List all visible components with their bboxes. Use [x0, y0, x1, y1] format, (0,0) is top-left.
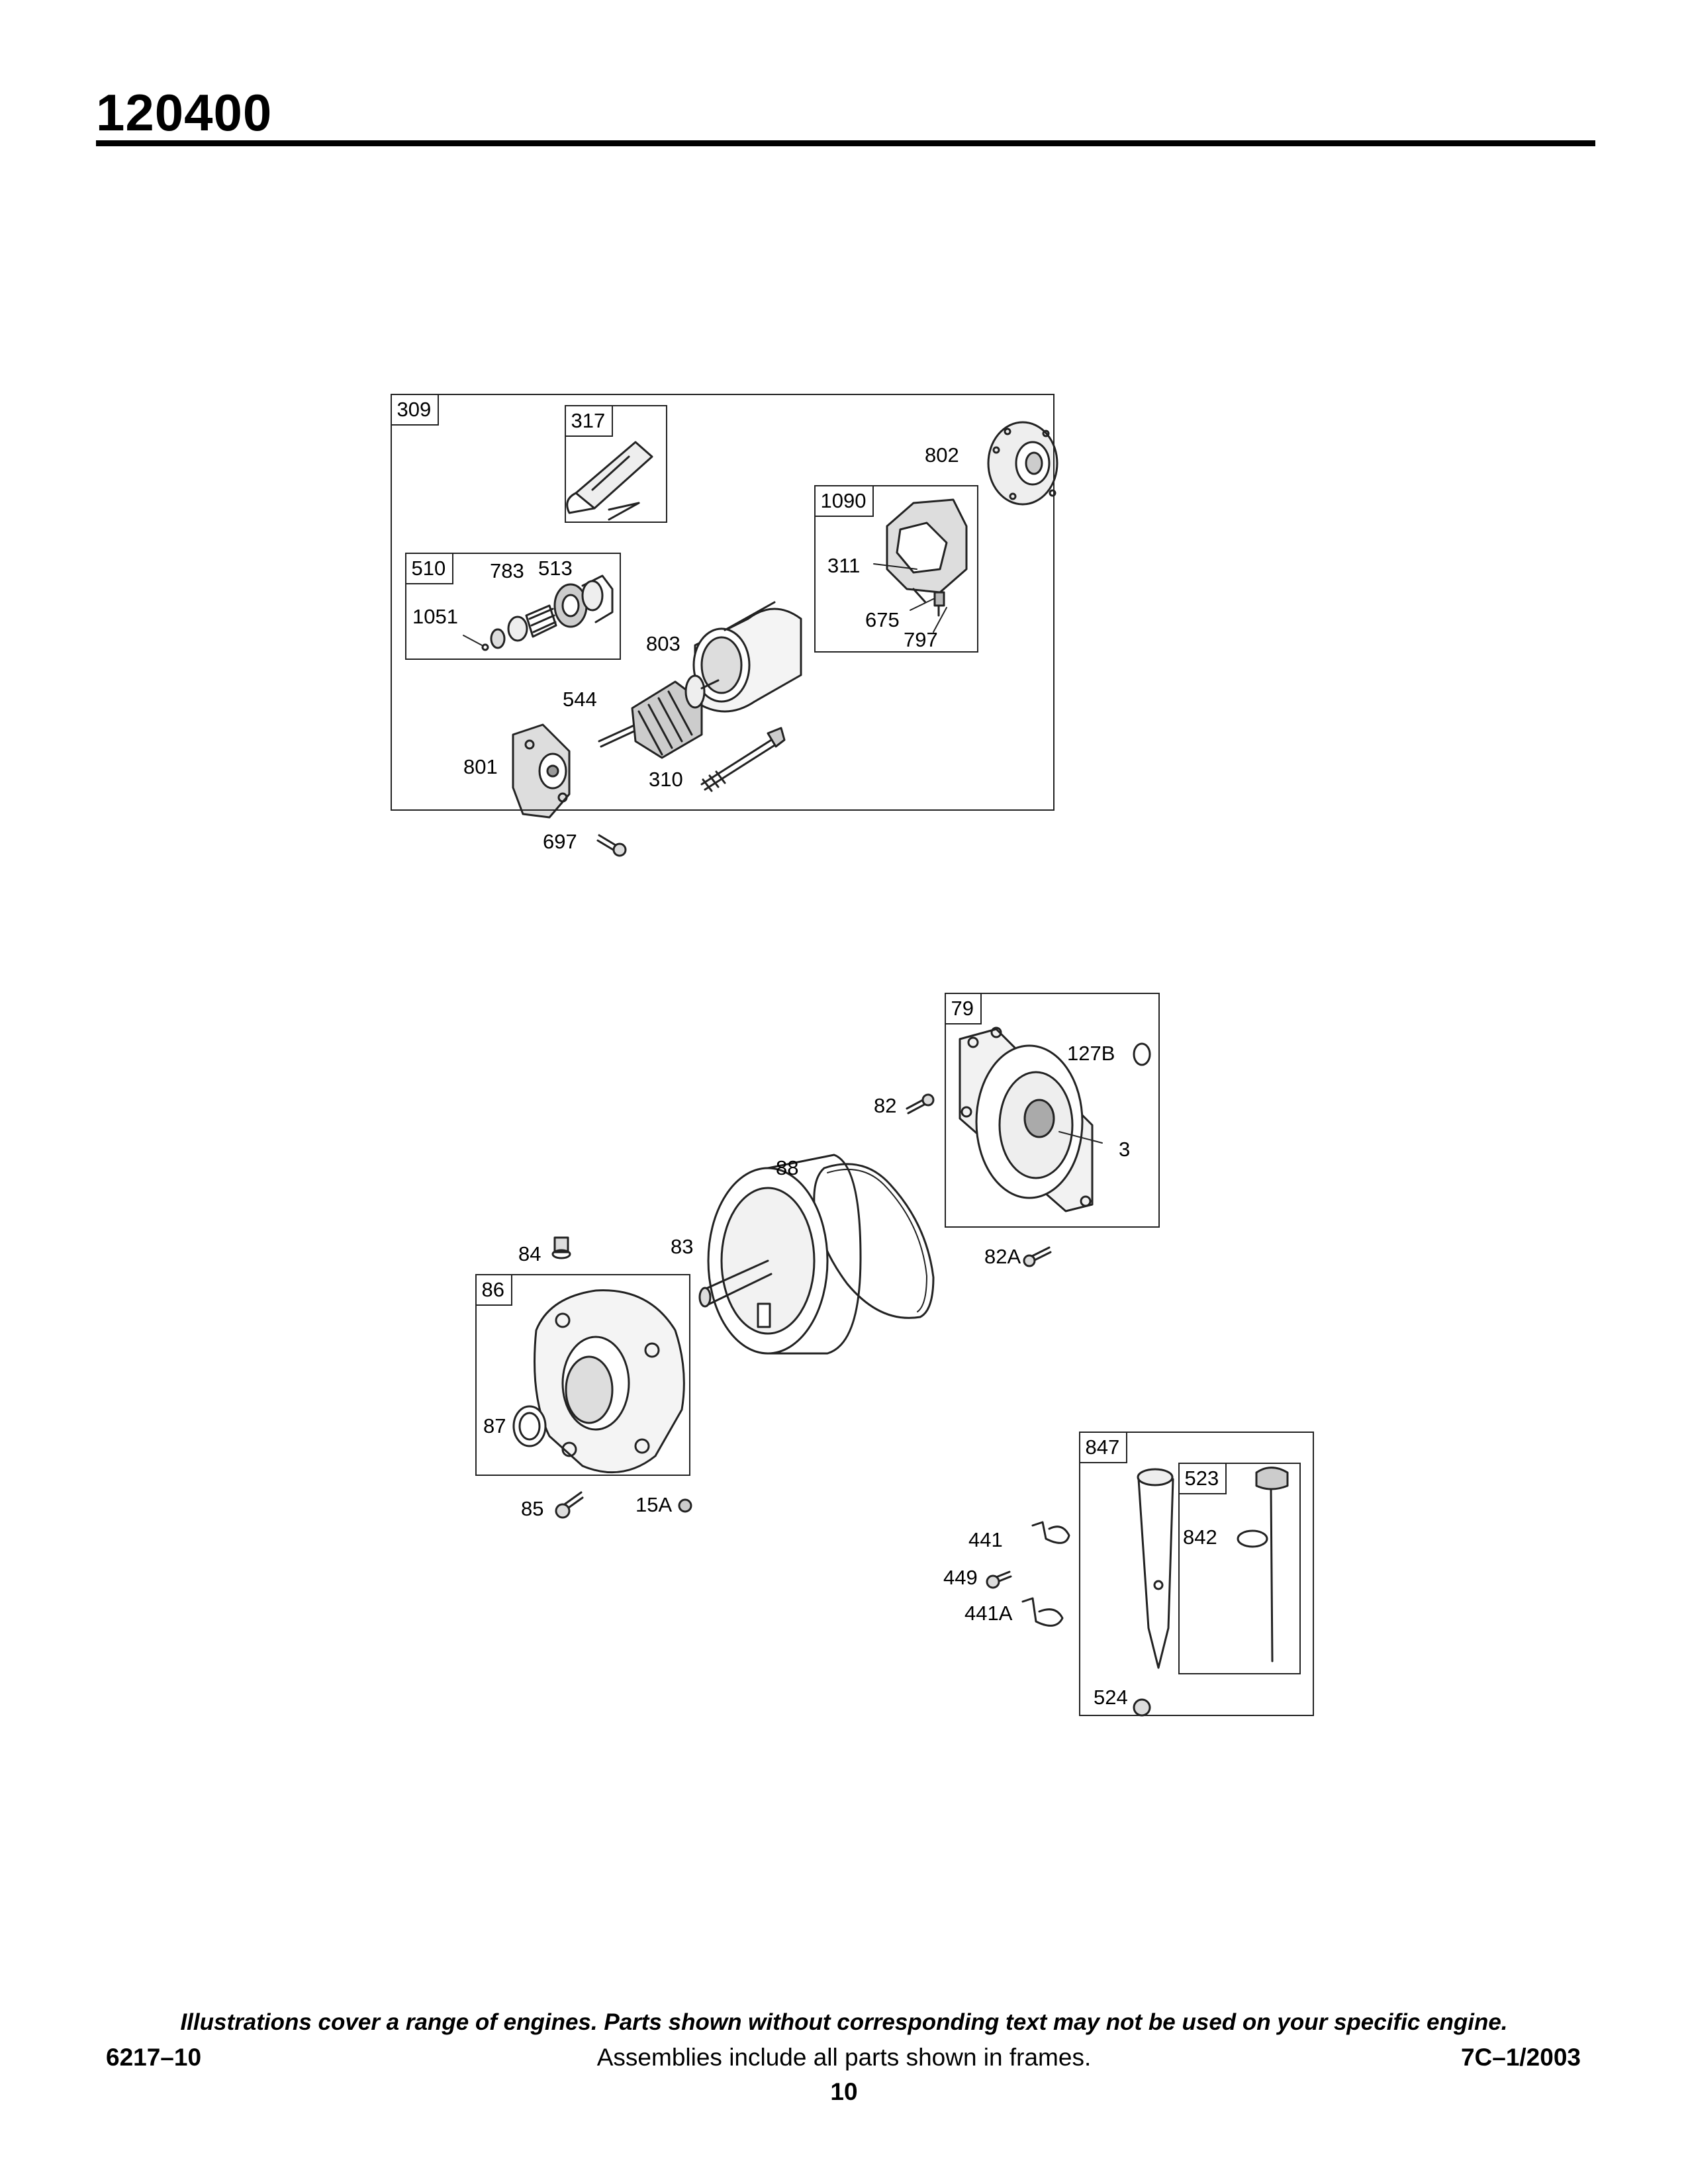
- part-label: 783: [490, 559, 524, 582]
- part-label: 441: [968, 1528, 1003, 1551]
- screw-drawing: [555, 1491, 584, 1519]
- frame-79: 79: [944, 992, 1160, 1228]
- part-label: 1051: [412, 605, 458, 628]
- screw-drawing: [906, 1093, 935, 1115]
- part-label: 449: [943, 1566, 978, 1589]
- dipstick-tube-drawing: [1133, 1468, 1174, 1717]
- front-housing-drawing: [534, 1289, 685, 1474]
- frame-label: 510: [404, 552, 454, 584]
- brush-holder-drawing: [886, 498, 968, 617]
- gasket-drawing: [813, 1163, 935, 1319]
- frame-label: 1090: [814, 484, 874, 517]
- housing-drawing: [692, 601, 802, 713]
- frame-label: 317: [564, 404, 614, 437]
- part-label: 3: [1119, 1138, 1131, 1161]
- part-label: 697: [543, 830, 577, 853]
- part-label: 803: [646, 632, 680, 655]
- plug-drawing: [1133, 1042, 1151, 1066]
- frame-label: 523: [1178, 1462, 1227, 1494]
- dipstick-drawing: [1237, 1467, 1289, 1662]
- part-label: 82: [874, 1094, 897, 1117]
- plug-drawing: [551, 1236, 571, 1259]
- part-label: 513: [538, 557, 573, 580]
- screw-drawing: [1023, 1246, 1052, 1267]
- cover-drawing: [959, 1026, 1094, 1212]
- part-label: 675: [865, 608, 900, 631]
- frame-510: 510: [404, 552, 621, 660]
- end-bracket-drawing: [512, 723, 571, 819]
- part-label: 15A: [635, 1493, 673, 1516]
- seal-drawing: [512, 1405, 547, 1447]
- through-bolt-drawing: [700, 727, 786, 792]
- part-label: 802: [925, 443, 959, 467]
- page-number: 10: [830, 2078, 858, 2105]
- part-label: 88: [776, 1156, 799, 1179]
- frame-label: 86: [475, 1273, 512, 1306]
- nut-drawing: [678, 1498, 692, 1513]
- shield-drawing: [566, 441, 653, 521]
- part-label: 441A: [964, 1602, 1013, 1625]
- part-label: 82A: [984, 1245, 1021, 1268]
- frame-label: 79: [944, 992, 982, 1024]
- end-cap-drawing: [987, 421, 1058, 506]
- frame-86: 86: [475, 1273, 690, 1476]
- drive-assembly-drawing: [481, 574, 614, 651]
- header-rule: [96, 140, 1595, 146]
- revision: 7C–1/2003: [1460, 2044, 1581, 2071]
- frame-309: 309: [390, 393, 1055, 811]
- rotor-drawing: [698, 1154, 862, 1355]
- part-label: 85: [521, 1497, 544, 1520]
- clamp-drawing: [986, 1521, 1070, 1627]
- screw-drawing: [596, 834, 627, 857]
- part-label: 87: [483, 1414, 506, 1437]
- part-label: 544: [563, 688, 597, 711]
- armature-drawing: [598, 674, 720, 759]
- frame-1090: 1090: [814, 484, 978, 653]
- doc-code: 6217–10: [106, 2044, 202, 2071]
- frame-label: 309: [390, 393, 440, 426]
- part-label: 310: [649, 768, 683, 791]
- frame-847: 847: [1078, 1431, 1314, 1716]
- footer-note: Illustrations cover a range of engines. …: [180, 2009, 1508, 2035]
- part-label: 84: [518, 1242, 541, 1265]
- part-label: 83: [671, 1235, 694, 1258]
- frame-317: 317: [564, 404, 667, 523]
- assemblies-note: Assemblies include all parts shown in fr…: [596, 2044, 1092, 2071]
- part-label: 801: [463, 755, 498, 778]
- part-label: 524: [1094, 1686, 1128, 1709]
- frame-label: 847: [1078, 1431, 1128, 1463]
- part-label: 797: [904, 628, 938, 651]
- part-label: 127B: [1067, 1042, 1115, 1065]
- part-label: 311: [827, 554, 861, 577]
- frame-523: 523: [1178, 1462, 1301, 1674]
- part-label: 842: [1183, 1525, 1217, 1549]
- page-title: 120400: [96, 83, 273, 142]
